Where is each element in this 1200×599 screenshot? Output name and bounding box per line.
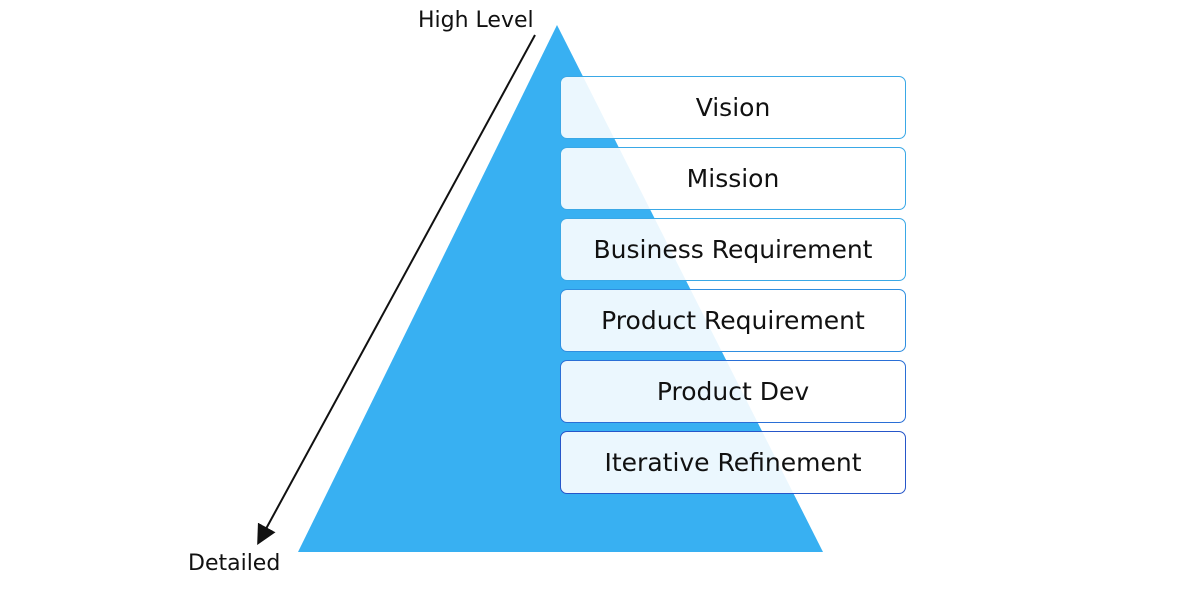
high-level-label: High Level <box>418 8 534 33</box>
level-box-iterative-refinement: Iterative Refinement <box>560 431 906 494</box>
level-box-product-requirement: Product Requirement <box>560 289 906 352</box>
level-box-product-dev: Product Dev <box>560 360 906 423</box>
detail-direction-arrow <box>257 34 536 546</box>
level-box-vision: Vision <box>560 76 906 139</box>
level-box-mission: Mission <box>560 147 906 210</box>
level-box-business-requirement: Business Requirement <box>560 218 906 281</box>
level-stack: Vision Mission Business Requirement Prod… <box>560 76 906 502</box>
detailed-label: Detailed <box>188 551 281 576</box>
